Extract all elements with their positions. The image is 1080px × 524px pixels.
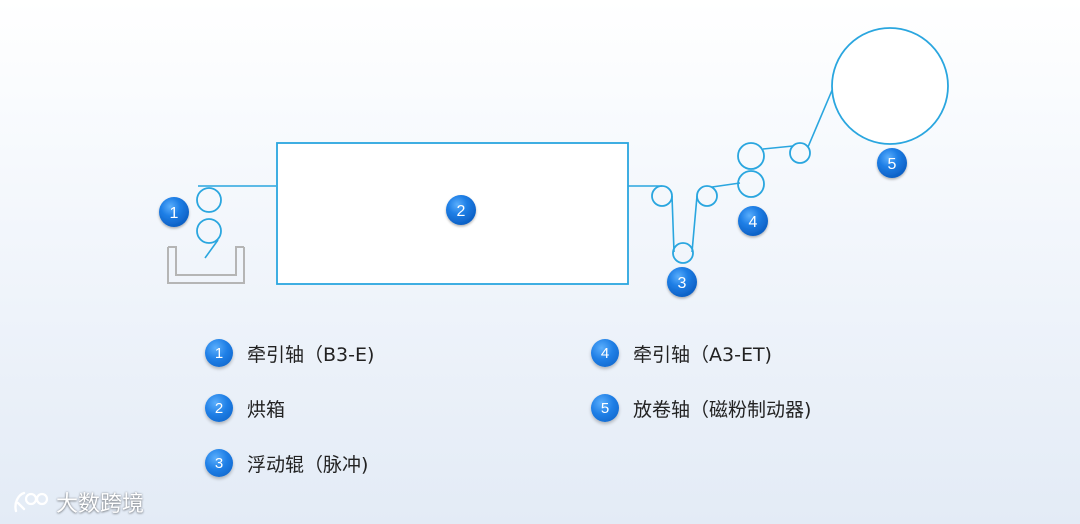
- watermark: 大数跨境: [12, 486, 144, 518]
- watermark-text: 大数跨境: [56, 492, 145, 517]
- legend-item-3: 3 浮动辊（脉冲): [205, 448, 368, 478]
- web-path-left: [204, 239, 219, 259]
- marker-1-number: 1: [170, 205, 179, 222]
- dancer-roller: [672, 242, 694, 264]
- legend-badge-4: 4: [591, 339, 619, 367]
- watermark-logo-icon: [14, 491, 49, 513]
- marker-4: 4: [738, 206, 768, 236]
- legend-badge-3: 3: [205, 449, 233, 477]
- legend-item-2: 2 烘箱: [205, 393, 285, 423]
- legend-label-1: 牵引轴（B3-E): [247, 343, 375, 366]
- guide-roller-3: [789, 142, 811, 164]
- legend-badge-1: 1: [205, 339, 233, 367]
- legend-label-4: 牵引轴（A3-ET): [633, 343, 772, 366]
- unwind-roll: [831, 27, 949, 145]
- guide-roller-2: [696, 185, 718, 207]
- legend-badge-2: 2: [205, 394, 233, 422]
- marker-3-number: 3: [678, 275, 687, 292]
- legend-label-5: 放卷轴（磁粉制动器): [633, 398, 812, 421]
- guide-roller-1: [651, 185, 673, 207]
- roller-left-top: [196, 187, 222, 213]
- nip-roller-top: [737, 142, 765, 170]
- marker-2-number: 2: [457, 203, 466, 220]
- legend-item-5: 5 放卷轴（磁粉制动器): [591, 393, 811, 423]
- web-path-right: [628, 185, 698, 253]
- marker-5: 5: [877, 148, 907, 178]
- marker-3: 3: [667, 267, 697, 297]
- legend-item-1: 1 牵引轴（B3-E): [205, 338, 374, 368]
- legend-label-3: 浮动辊（脉冲): [247, 453, 369, 476]
- legend-badge-5: 5: [591, 394, 619, 422]
- marker-1: 1: [159, 197, 189, 227]
- legend-item-4: 4 牵引轴（A3-ET): [591, 338, 772, 368]
- nip-roller-bottom: [737, 170, 765, 198]
- marker-4-number: 4: [749, 214, 758, 231]
- marker-2: 2: [446, 195, 476, 225]
- tray: [167, 246, 245, 284]
- web-path-to-nip: [711, 182, 741, 188]
- legend-label-2: 烘箱: [247, 398, 286, 421]
- marker-5-number: 5: [888, 156, 897, 173]
- roller-left-bottom: [196, 218, 222, 244]
- web-path-to-guide: [762, 145, 794, 150]
- web-path-to-unwind: [807, 87, 834, 148]
